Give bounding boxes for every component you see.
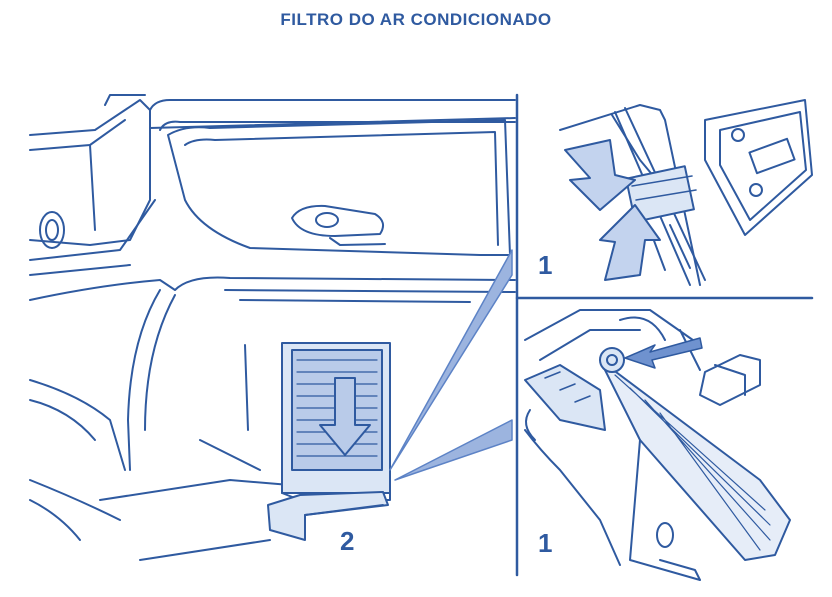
callout-number-lower: 1: [538, 528, 553, 558]
pointer-arrow-icon: [624, 337, 703, 369]
callout-number-upper: 1: [538, 250, 553, 280]
page-title: FILTRO DO AR CONDICIONADO: [280, 10, 552, 29]
filter-cover: [267, 491, 389, 541]
housing-detail: [524, 309, 791, 581]
dashboard-drawing: [29, 94, 516, 561]
squeeze-arrow-bottom-icon: [599, 204, 661, 281]
squeeze-arrow-top-icon: [564, 139, 636, 211]
callout-number-main: 2: [340, 526, 355, 556]
leader-upper: [389, 249, 513, 471]
leader-lower: [394, 419, 513, 481]
down-arrow-icon: [319, 377, 371, 456]
clip-detail: [559, 99, 813, 286]
